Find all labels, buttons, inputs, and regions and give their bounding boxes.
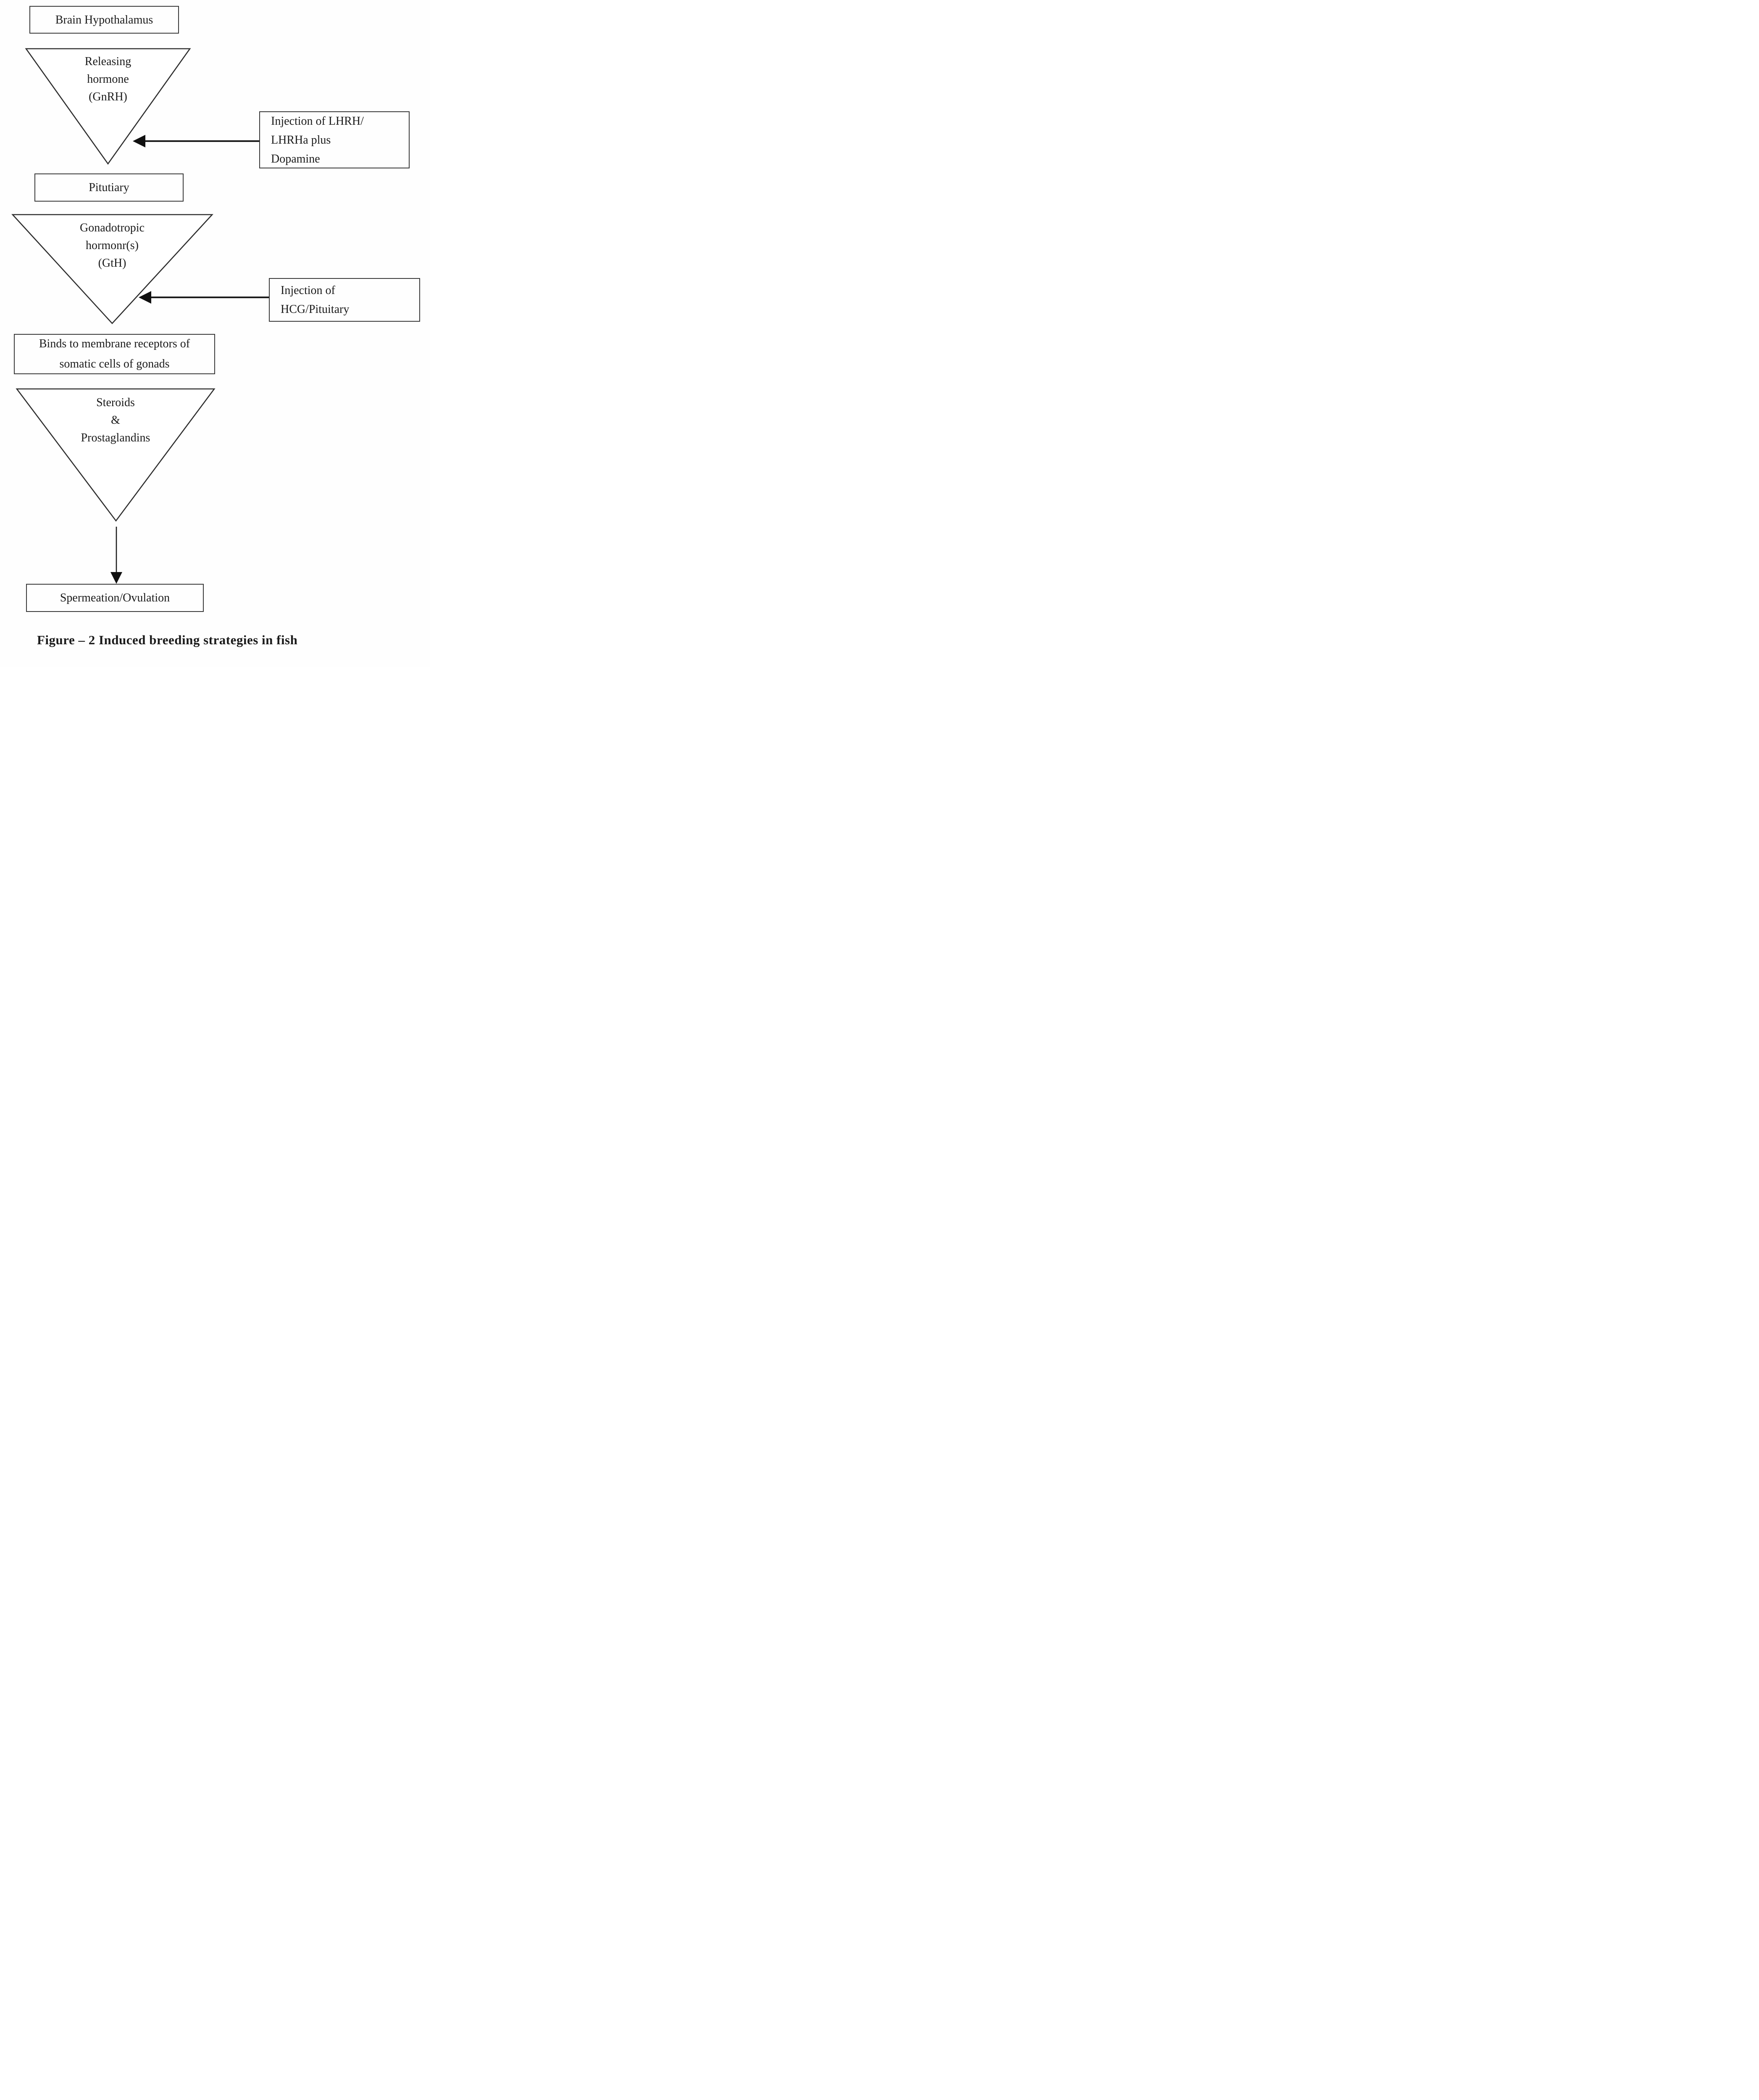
node-label: Brain Hypothalamus <box>55 13 153 26</box>
arrow-lhrh-to-gnrh <box>133 135 260 147</box>
node-injection-hcg: Injection of HCG/Pituitary <box>269 278 420 322</box>
triangle-label-line: hormone <box>87 73 129 86</box>
triangle-steroids-prostaglandins <box>16 388 216 522</box>
node-label-line: LHRHa plus <box>271 133 331 147</box>
flowchart-shapes <box>11 48 269 584</box>
node-label: Pitutiary <box>89 181 129 194</box>
triangle-label-line: Gonadotropic <box>80 221 145 234</box>
arrow-hcg-to-gth <box>139 291 269 304</box>
triangle-label-line: Releasing <box>84 55 131 68</box>
triangle-label-line: (GnRH) <box>89 90 127 103</box>
triangle-gonadotropic-hormone <box>11 214 213 324</box>
node-label-line: HCG/Pituitary <box>281 303 350 316</box>
triangle-label-line: & <box>111 414 120 427</box>
label-gonadotropic-hormone: Gonadotropic hormonr(s) (GtH) <box>49 219 175 272</box>
triangle-releasing-hormone <box>25 48 191 165</box>
arrow-steroids-to-spermeation <box>110 527 122 584</box>
label-releasing-hormone: Releasing hormone (GnRH) <box>45 53 171 106</box>
figure-caption: Figure – 2 Induced breeding strategies i… <box>37 633 298 647</box>
label-steroids-prostaglandins: Steroids & Prostaglandins <box>53 394 179 447</box>
node-pituitary: Pitutiary <box>34 173 184 202</box>
node-label: Spermeation/Ovulation <box>60 591 170 604</box>
node-injection-lhrh: Injection of LHRH/ LHRHa plus Dopamine <box>259 111 410 168</box>
triangle-label-line: (GtH) <box>98 257 126 270</box>
node-label-line: somatic cells of gonads <box>59 357 170 370</box>
node-label-line: Dopamine <box>271 152 320 165</box>
node-label-line: Injection of LHRH/ <box>271 114 364 128</box>
node-brain-hypothalamus: Brain Hypothalamus <box>29 6 179 34</box>
triangle-label-line: hormonr(s) <box>86 239 139 252</box>
triangle-label-line: Prostaglandins <box>81 431 150 444</box>
flowchart-canvas: Brain Hypothalamus Releasing hormone (Gn… <box>0 0 430 667</box>
node-label-line: Injection of <box>281 284 335 297</box>
node-binds-receptors: Binds to membrane receptors of somatic c… <box>14 334 215 374</box>
node-label-line: Binds to membrane receptors of <box>39 337 190 350</box>
node-spermeation-ovulation: Spermeation/Ovulation <box>26 584 204 612</box>
triangle-label-line: Steroids <box>96 396 135 409</box>
